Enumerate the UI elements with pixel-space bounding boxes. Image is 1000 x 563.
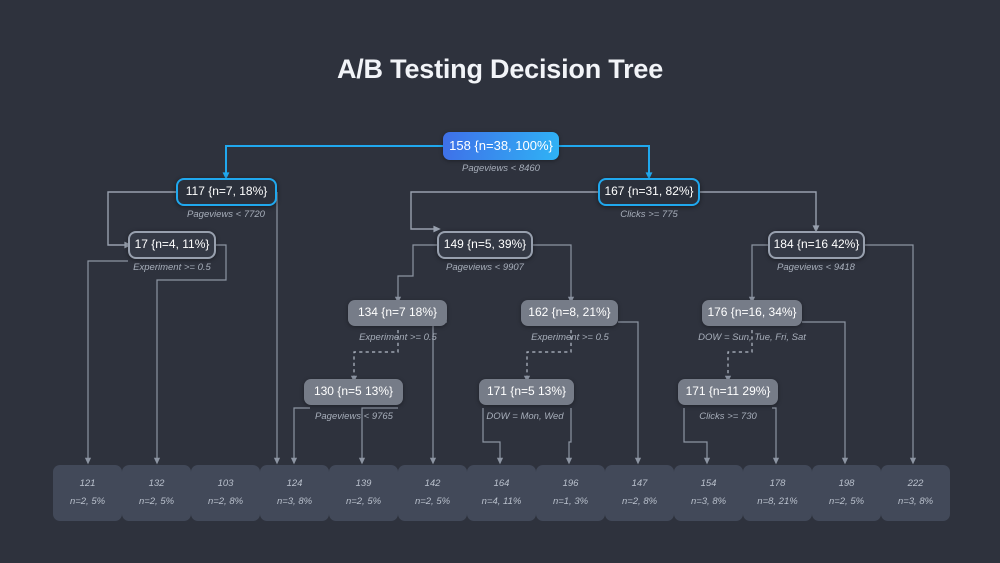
leaf-stat: n=2, 8%	[207, 495, 244, 507]
leaf-value: 132	[148, 477, 165, 489]
leaf-node[interactable]: 121 n=2, 5%	[53, 465, 122, 521]
leaf-stat: n=2, 5%	[414, 495, 451, 507]
leaf-value: 139	[355, 477, 372, 489]
leaf-value: 142	[424, 477, 441, 489]
leaf-stat: n=8, 21%	[757, 495, 798, 507]
split-label-130: Pageviews < 9765	[315, 411, 393, 422]
leaf-value: 222	[907, 477, 924, 489]
leaf-node[interactable]: 154 n=3, 8%	[674, 465, 743, 521]
split-label-117: Pageviews < 7720	[187, 209, 265, 220]
leaf-stat: n=2, 5%	[69, 495, 106, 507]
leaf-stat: n=2, 5%	[138, 495, 175, 507]
tree-node-117[interactable]: 117 {n=7, 18%}	[176, 178, 277, 206]
split-label-162: Experiment >= 0.5	[531, 332, 609, 343]
leaf-value: 196	[562, 477, 579, 489]
leaf-node[interactable]: 132 n=2, 5%	[122, 465, 191, 521]
leaf-node[interactable]: 178 n=8, 21%	[743, 465, 812, 521]
leaf-node[interactable]: 139 n=2, 5%	[329, 465, 398, 521]
leaf-node[interactable]: 142 n=2, 5%	[398, 465, 467, 521]
split-label-176: DOW = Sun, Tue, Fri, Sat	[698, 332, 806, 343]
tree-node-184[interactable]: 184 {n=16 42%}	[768, 231, 865, 259]
leaf-node[interactable]: 124 n=3, 8%	[260, 465, 329, 521]
tree-node-162[interactable]: 162 {n=8, 21%}	[521, 300, 618, 326]
tree-node-134[interactable]: 134 {n=7 18%}	[348, 300, 447, 326]
split-label-184: Pageviews < 9418	[777, 262, 855, 273]
leaf-node[interactable]: 164 n=4, 11%	[467, 465, 536, 521]
tree-node-176[interactable]: 176 {n=16, 34%}	[702, 300, 802, 326]
leaf-node[interactable]: 198 n=2, 5%	[812, 465, 881, 521]
tree-node-root[interactable]: 158 {n=38, 100%}	[443, 132, 559, 160]
leaf-node[interactable]: 222 n=3, 8%	[881, 465, 950, 521]
leaf-stat: n=3, 8%	[690, 495, 727, 507]
leaf-value: 198	[838, 477, 855, 489]
leaf-stat: n=3, 8%	[276, 495, 313, 507]
leaf-node[interactable]: 147 n=2, 8%	[605, 465, 674, 521]
leaf-value: 124	[286, 477, 303, 489]
leaf-value: 154	[700, 477, 717, 489]
leaf-value: 164	[493, 477, 510, 489]
leaf-stat: n=2, 5%	[345, 495, 382, 507]
leaf-node[interactable]: 103 n=2, 8%	[191, 465, 260, 521]
leaf-stat: n=4, 11%	[481, 495, 522, 507]
split-label-167: Clicks >= 775	[620, 209, 678, 220]
leaf-stat: n=1, 3%	[552, 495, 589, 507]
tree-node-130[interactable]: 130 {n=5 13%}	[304, 379, 403, 405]
split-label-root: Pageviews < 8460	[462, 163, 540, 174]
leaf-value: 103	[217, 477, 234, 489]
split-label-17: Experiment >= 0.5	[133, 262, 211, 273]
leaf-value: 147	[631, 477, 648, 489]
leaf-stat: n=3, 8%	[897, 495, 934, 507]
leaf-value: 178	[769, 477, 786, 489]
tree-node-171a[interactable]: 171 {n=5 13%}	[479, 379, 574, 405]
tree-node-167[interactable]: 167 {n=31, 82%}	[598, 178, 700, 206]
split-label-171a: DOW = Mon, Wed	[486, 411, 564, 422]
split-label-134: Experiment >= 0.5	[359, 332, 437, 343]
tree-node-149[interactable]: 149 {n=5, 39%}	[437, 231, 533, 259]
leaf-node[interactable]: 196 n=1, 3%	[536, 465, 605, 521]
tree-node-17[interactable]: 17 {n=4, 11%}	[128, 231, 216, 259]
split-label-171b: Clicks >= 730	[699, 411, 757, 422]
tree-node-171b[interactable]: 171 {n=11 29%}	[678, 379, 778, 405]
leaf-value: 121	[79, 477, 96, 489]
leaf-stat: n=2, 8%	[621, 495, 658, 507]
leaf-stat: n=2, 5%	[828, 495, 865, 507]
page-title: A/B Testing Decision Tree	[336, 54, 664, 84]
split-label-149: Pageviews < 9907	[446, 262, 524, 273]
